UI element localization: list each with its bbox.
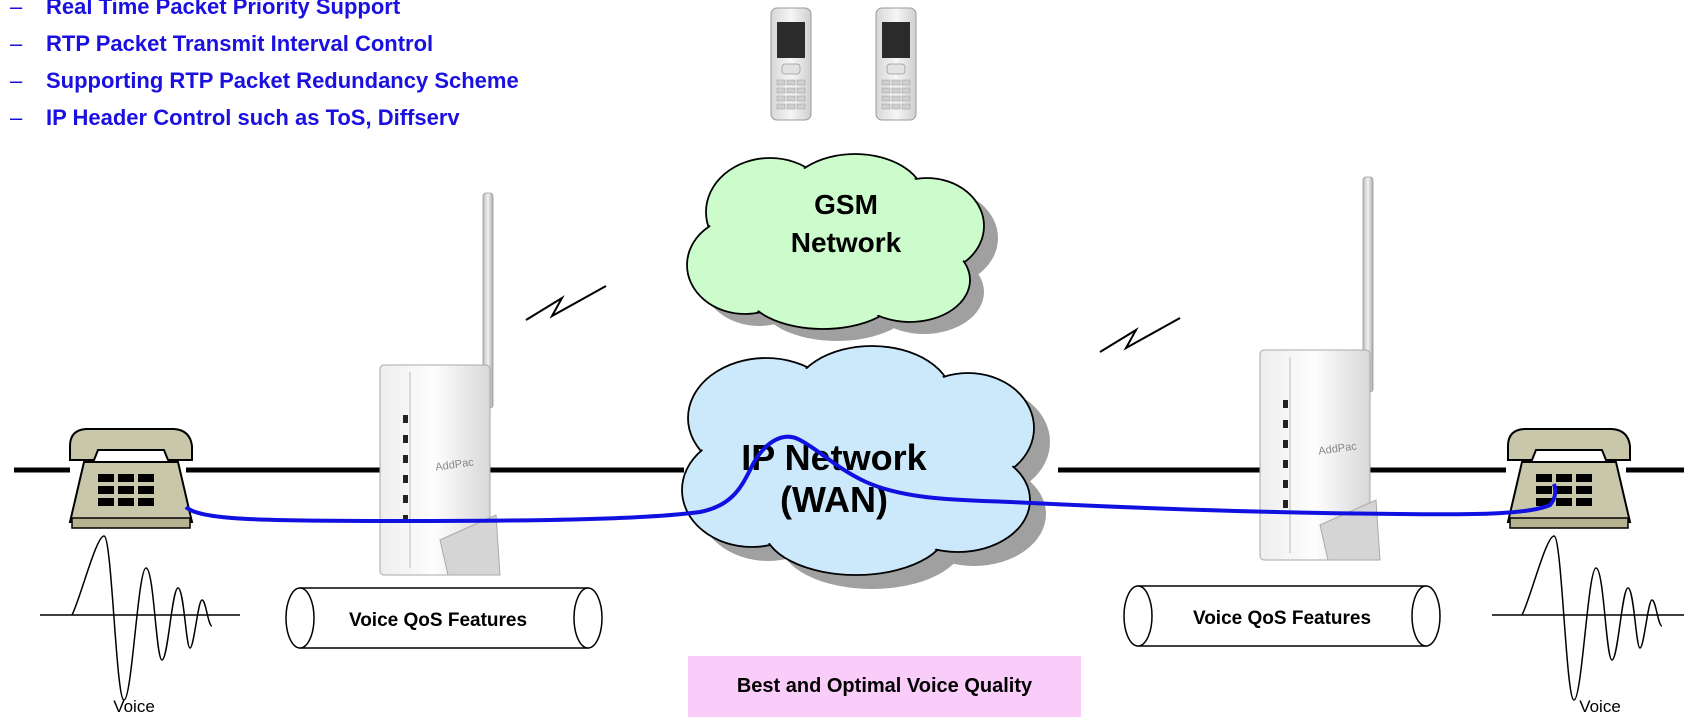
bullet-dash: – (10, 31, 23, 56)
feature-item: –IP Header Control such as ToS, Diffserv (10, 99, 519, 136)
feature-item: –RTP Packet Transmit Interval Control (10, 25, 519, 62)
wireless-link-icon (525, 285, 607, 321)
feature-item-label: Supporting RTP Packet Redundancy Scheme (46, 68, 519, 93)
gsm-cloud-label-line2: Network (791, 227, 902, 258)
wireless-link-icon (1099, 317, 1181, 353)
voice-call-path (184, 434, 1558, 524)
desk-phone-icon (68, 428, 194, 529)
feature-item-label: IP Header Control such as ToS, Diffserv (46, 105, 460, 130)
desk-phone-icon (1506, 428, 1632, 529)
gateway-brand-label: AddPac (435, 456, 475, 473)
gsm-network-cloud: GSM Network (686, 153, 998, 341)
feature-item: –Supporting RTP Packet Redundancy Scheme (10, 62, 519, 99)
feature-item: – Real Time Packet Priority Support (10, 0, 519, 25)
feature-item-label: RTP Packet Transmit Interval Control (46, 31, 434, 56)
mobile-handset-icon (770, 7, 812, 121)
voip-gateway-icon: AddPac (1259, 176, 1381, 561)
voip-gateway-icon: AddPac (379, 192, 501, 576)
mobile-handset-icon (875, 7, 917, 121)
voice-waveform-icon: Voice (40, 535, 240, 716)
feature-list: –Real Time Packet Priority Support –RTP … (10, 0, 519, 136)
voice-waveform-icon: Voice (1492, 535, 1684, 716)
qos-features-pipe: Voice QoS Features (1123, 585, 1441, 647)
bullet-dash: – (10, 105, 23, 130)
bullet-dash: – (10, 0, 23, 19)
gsm-cloud-label-line1: GSM (814, 189, 878, 220)
bullet-dash: – (10, 68, 23, 93)
voice-label: Voice (1579, 697, 1621, 716)
feature-item-label: Real Time Packet Priority Support (46, 0, 401, 19)
qos-pipe-label: Voice QoS Features (349, 610, 527, 631)
voice-quality-banner: Best and Optimal Voice Quality (688, 656, 1081, 717)
qos-pipe-label: Voice QoS Features (1193, 608, 1371, 629)
gateway-brand-label: AddPac (1318, 440, 1358, 457)
voice-label: Voice (113, 697, 155, 716)
qos-features-pipe: Voice QoS Features (285, 587, 603, 649)
ip-network-cloud: IP Network (WAN) (681, 345, 1050, 589)
